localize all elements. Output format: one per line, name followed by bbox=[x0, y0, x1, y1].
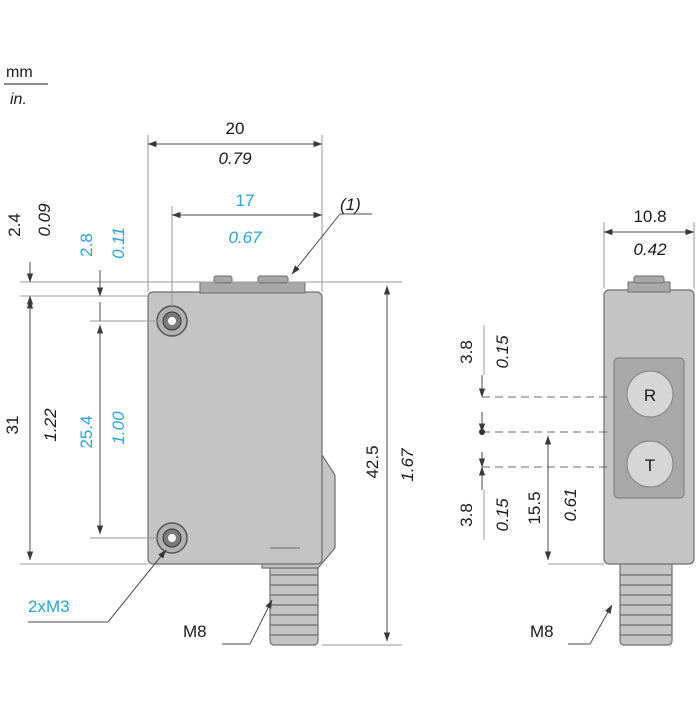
unit-primary: mm bbox=[6, 64, 33, 81]
side-top-cap bbox=[199, 281, 306, 294]
hole-spacing-h-in: 0.67 bbox=[228, 228, 262, 247]
overall-height-mm: 42.5 bbox=[363, 445, 382, 478]
front-view: R T 10.8 0.42 3.8 0.15 3.8 0.15 15.5 bbox=[457, 207, 695, 646]
overall-height-in: 1.67 bbox=[398, 448, 417, 482]
mounting-hole-top bbox=[156, 305, 188, 337]
hole-spacing-v-mm: 25.4 bbox=[77, 415, 96, 448]
front-width-in: 0.42 bbox=[633, 240, 667, 259]
side-connector-label: M8 bbox=[183, 622, 207, 641]
front-connector-label: M8 bbox=[530, 622, 554, 641]
emitter-offset-in: 0.15 bbox=[493, 498, 512, 532]
unit-secondary: in. bbox=[10, 91, 27, 108]
mounting-hole-bottom bbox=[156, 522, 188, 554]
receiver-lens: R bbox=[626, 370, 674, 418]
body-height-in: 1.22 bbox=[41, 408, 60, 442]
side-view: 20 0.79 17 0.67 (1) 2.4 0.09 2.8 0.11 31… bbox=[3, 119, 417, 646]
units-legend: mm in. bbox=[4, 64, 48, 108]
width-in: 0.79 bbox=[218, 149, 252, 168]
hole-offset-in: 0.11 bbox=[109, 227, 128, 259]
emitter-lens: T bbox=[626, 440, 674, 488]
emitter-offset-mm: 3.8 bbox=[457, 503, 476, 527]
width-mm: 20 bbox=[226, 119, 245, 138]
hole-spacing-v-in: 1.00 bbox=[109, 411, 128, 445]
front-connector bbox=[619, 559, 673, 646]
callout-1: (1) bbox=[340, 195, 361, 214]
top-offset-mm: 2.4 bbox=[5, 213, 24, 237]
mounting-holes-label: 2xM3 bbox=[28, 597, 70, 616]
axis-height-mm: 15.5 bbox=[525, 491, 544, 524]
receiver-offset-mm: 3.8 bbox=[457, 340, 476, 364]
top-offset-in: 0.09 bbox=[35, 203, 54, 237]
side-connector bbox=[269, 559, 319, 646]
receiver-offset-in: 0.15 bbox=[493, 335, 512, 369]
emitter-label: T bbox=[645, 456, 655, 475]
receiver-label: R bbox=[644, 386, 656, 405]
hole-offset-mm: 2.8 bbox=[77, 233, 96, 257]
body-height-mm: 31 bbox=[3, 416, 22, 435]
axis-height-in: 0.61 bbox=[561, 488, 580, 521]
hole-spacing-h-mm: 17 bbox=[236, 191, 255, 210]
front-width-mm: 10.8 bbox=[633, 207, 666, 226]
